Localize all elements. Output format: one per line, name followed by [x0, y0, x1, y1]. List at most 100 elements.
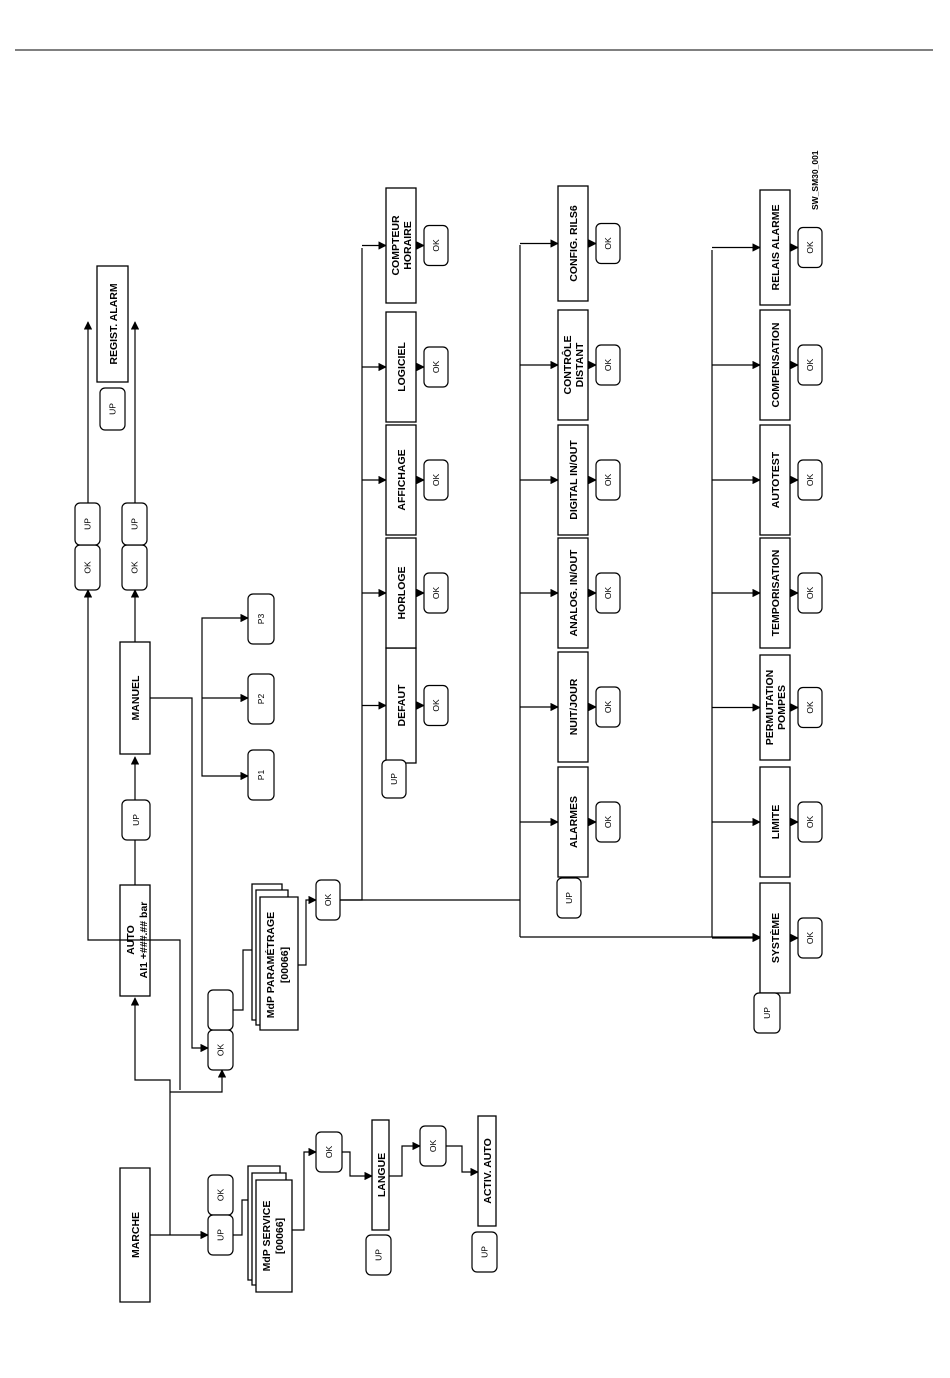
menu2-ok-button-5[interactable]: OK	[595, 222, 621, 265]
pump-button-p3[interactable]: P3	[247, 593, 275, 645]
connector	[233, 1199, 252, 1236]
pump-label-p1: P1	[256, 770, 266, 781]
regist-alarm-label: REGIST. ALARM	[108, 283, 120, 365]
up-button-manuel-entry-label: UP	[131, 814, 141, 826]
up-button-activ[interactable]: UP	[471, 1231, 498, 1273]
ok-button-service-label: OK	[216, 1189, 226, 1202]
connector	[83, 589, 150, 941]
menu1-ok-label-2: OK	[431, 474, 441, 487]
up-button-auto[interactable]: UP	[74, 502, 101, 546]
ok-button-parametrage-label: OK	[323, 894, 333, 907]
menu2-ok-button-4[interactable]: OK	[595, 344, 621, 386]
menu1-item-1[interactable]: HORLOGE OK	[362, 537, 449, 649]
up-button-service-label: UP	[216, 1229, 226, 1241]
menu3-ok-button-0[interactable]: OK	[797, 917, 823, 959]
menu2-ok-button-2[interactable]: OK	[595, 572, 621, 614]
menu1-ok-button-0[interactable]: OK	[423, 684, 449, 727]
menu2-ok-label-2: OK	[603, 587, 613, 600]
mdp-service-label-1: MdP SERVICE	[261, 1201, 273, 1272]
up-button-manuel[interactable]: UP	[121, 502, 148, 546]
menu3-ok-button-2[interactable]: OK	[797, 686, 823, 729]
menu3-label-2-1: PERMUTATION	[764, 670, 776, 745]
menu1-ok-button-3[interactable]: OK	[423, 346, 449, 388]
menu2-label-2: ANALOG. IN/OUT	[568, 549, 580, 636]
ok-button-langue-label: OK	[428, 1140, 438, 1153]
menu1-ok-label-3: OK	[431, 361, 441, 374]
menu3-ok-button-6[interactable]: OK	[797, 226, 823, 269]
up-button-regist[interactable]: UP	[99, 387, 126, 431]
menu3-ok-label-3: OK	[805, 587, 815, 600]
menu3-item-1[interactable]: LIMITE OK	[712, 766, 823, 878]
ok-button-parametrage[interactable]: OK	[315, 879, 341, 921]
up-button-langue[interactable]: UP	[365, 1234, 392, 1276]
ok-button-service[interactable]: OK	[207, 1174, 234, 1216]
ok-button-langue[interactable]: OK	[419, 1125, 447, 1167]
ok-button-auto-entry[interactable]: OK	[207, 1029, 234, 1071]
menu3-ok-button-1[interactable]: OK	[797, 801, 823, 843]
up-button-menu3-label: UP	[762, 1007, 772, 1019]
menu2-ok-button-3[interactable]: OK	[595, 459, 621, 501]
ok-button-auto[interactable]: OK	[74, 544, 101, 591]
pump-keys-group: P1 P2 P3	[247, 593, 275, 801]
mdp-parametrage-stack: MdP PARAMÉTRAGE [00066]	[251, 883, 299, 1031]
pump-button-p1[interactable]: P1	[247, 749, 275, 801]
up-button-service[interactable]: UP	[207, 1214, 234, 1256]
pump-label-p2: P2	[256, 694, 266, 705]
up-button-menu3[interactable]: UP	[753, 992, 781, 1034]
menu3-ok-label-0: OK	[805, 932, 815, 945]
ok-button-auto-entry-label: OK	[216, 1044, 226, 1057]
menu2-ok-button-0[interactable]: OK	[595, 801, 621, 843]
menu2-ok-button-1[interactable]: OK	[595, 686, 621, 728]
menu1-ok-button-2[interactable]: OK	[423, 459, 449, 501]
figure-id: SW_SM30_001	[810, 150, 820, 210]
menu2-ok-label-5: OK	[603, 237, 613, 250]
ok-button-manuel[interactable]: OK	[121, 544, 148, 591]
mdp-service-stack: MdP SERVICE [00066]	[247, 1165, 293, 1293]
connector	[389, 1141, 421, 1177]
menu3-ok-label-6: OK	[805, 241, 815, 254]
menu3-ok-button-4[interactable]: OK	[797, 459, 823, 501]
langue-box: LANGUE	[371, 1119, 390, 1231]
menu3-ok-label-5: OK	[805, 359, 815, 372]
up-button-menu1[interactable]: UP	[381, 759, 407, 799]
menu2-item-2[interactable]: ANALOG. IN/OUT OK	[520, 537, 621, 649]
menu3-ok-button-5[interactable]: OK	[797, 344, 823, 386]
menu3-ok-label-2: OK	[805, 701, 815, 714]
ok-button-service-pwd[interactable]: OK	[315, 1131, 343, 1173]
menu1-ok-button-1[interactable]: OK	[423, 572, 449, 614]
menu2-label-4-2: DISTANT	[574, 342, 586, 387]
up-button-manuel-entry[interactable]: UP	[121, 799, 151, 841]
dw-button[interactable]	[207, 989, 234, 1031]
menu1-label-1: HORLOGE	[396, 566, 408, 619]
langue-label: LANGUE	[376, 1153, 388, 1197]
up-button-menu2[interactable]: UP	[556, 877, 582, 919]
connector	[340, 248, 363, 901]
connector	[201, 698, 249, 781]
menu3-ok-button-3[interactable]: OK	[797, 572, 823, 614]
up-button-activ-label: UP	[480, 1246, 490, 1258]
up-button-manuel-label: UP	[130, 518, 140, 530]
manuel-box: MANUEL	[119, 641, 151, 755]
pump-button-p2[interactable]: P2	[247, 673, 275, 725]
menu1-ok-button-4[interactable]: OK	[423, 224, 449, 267]
marche-label: MARCHE	[130, 1212, 142, 1258]
menu2-ok-label-0: OK	[603, 816, 613, 829]
menu3-label-1: LIMITE	[770, 805, 782, 839]
